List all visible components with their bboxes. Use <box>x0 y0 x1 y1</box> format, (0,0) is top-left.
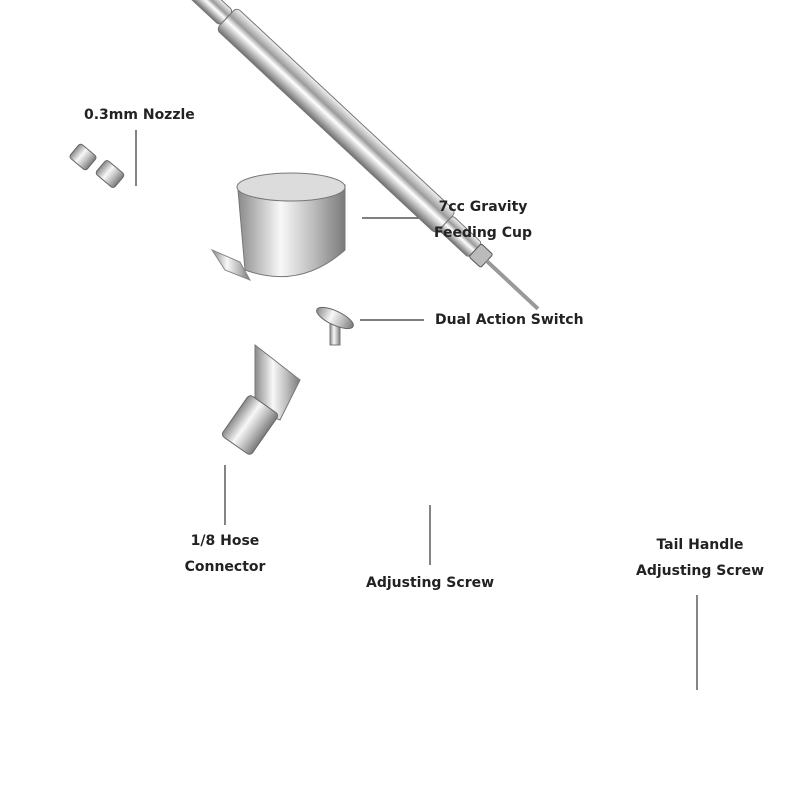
cup-label-line1: 7cc Gravity <box>438 199 528 215</box>
trigger-switch <box>316 306 354 346</box>
tail-label: Tail Handle Adjusting Screw <box>630 532 770 584</box>
leader-lines <box>135 130 698 690</box>
tail-label-line1: Tail Handle <box>656 537 744 553</box>
nozzle-label: 0.3mm Nozzle <box>84 107 195 123</box>
tail-label-line2: Adjusting Screw <box>635 563 765 579</box>
cup-label: 7cc Gravity Feeding Cup <box>430 194 536 246</box>
gravity-cup <box>210 172 346 281</box>
screw-label: Adjusting Screw <box>366 575 495 591</box>
nozzle-cap-parts <box>69 143 125 188</box>
switch-label: Dual Action Switch <box>435 312 584 328</box>
barrel <box>176 0 540 311</box>
hose-label-line1: 1/8 Hose <box>190 533 260 549</box>
hose-label: 1/8 Hose Connector <box>170 528 280 580</box>
hose-connector <box>221 343 301 455</box>
cup-label-line2: Feeding Cup <box>434 225 532 241</box>
hose-label-line2: Connector <box>184 559 266 575</box>
